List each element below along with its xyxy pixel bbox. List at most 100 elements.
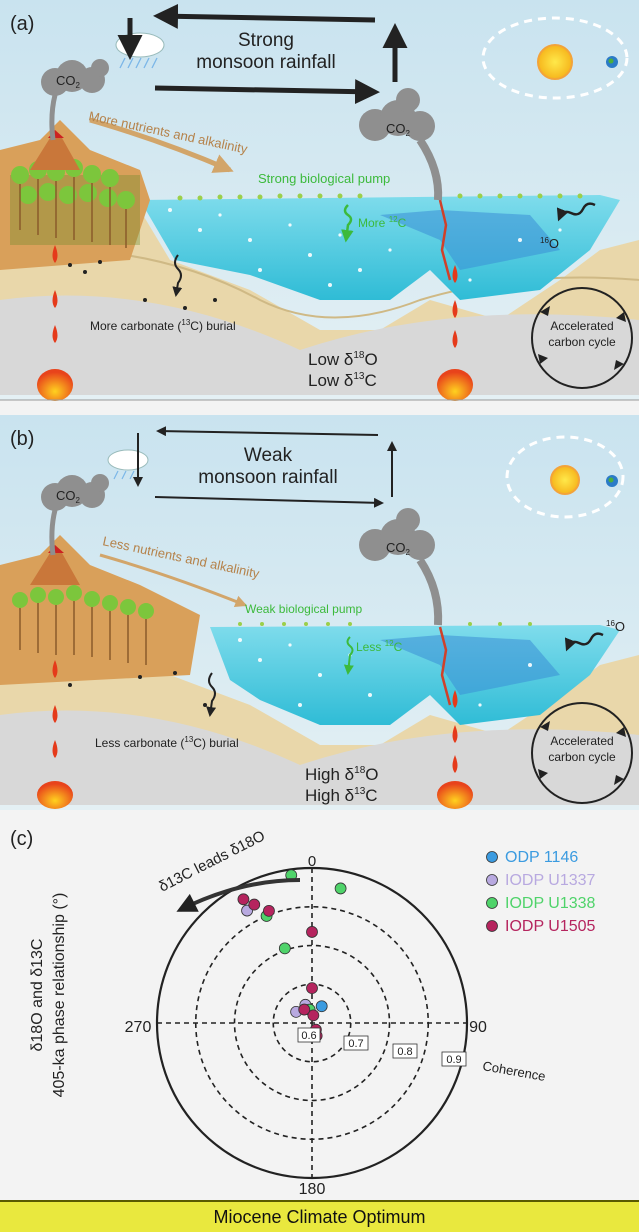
- panel-b-pump-dots: [238, 622, 532, 626]
- panel-a-pump-dots: [177, 193, 583, 201]
- panel-a-letter: (a): [10, 13, 34, 35]
- angle-tick-90: 90: [469, 1019, 487, 1036]
- panel-b-iso-label-1: High δ18O: [305, 765, 379, 784]
- legend-marker-iodp-u1338: [486, 897, 498, 909]
- panel-a-nutrients-arrow: [89, 117, 234, 173]
- panel-a-c12-label: More 12C: [358, 215, 407, 230]
- lead-arrow: [176, 878, 301, 912]
- panel-b-orbit: [505, 435, 625, 519]
- panel-a-circulation: [117, 3, 408, 105]
- panel-b: (b) Weak monsoon rainfall CO2 CO2 Less n…: [0, 415, 639, 810]
- panel-a-sun: [537, 44, 573, 80]
- panel-a-carbon-cycle: [531, 287, 633, 389]
- panel-a-co2-right: CO2: [386, 121, 411, 138]
- panel-a-forest: [10, 159, 140, 248]
- panel-b-burial-arrow: [206, 672, 217, 717]
- polar-points: [237, 869, 347, 1042]
- footer-label: Miocene Climate Optimum: [213, 1206, 426, 1227]
- panel-a-orbit: [481, 16, 629, 100]
- panel-a-o16-arrow: [556, 202, 596, 222]
- panel-b-deep-water: [380, 635, 560, 695]
- panel-b-circulation: [133, 426, 397, 508]
- angle-tick-180: 180: [299, 1181, 326, 1198]
- panel-a-deep-water: [380, 210, 560, 270]
- angle-tick-0: 0: [308, 853, 316, 870]
- footer-banner: Miocene Climate Optimum: [0, 1200, 639, 1232]
- panel-b-magma: [37, 660, 473, 809]
- panel-a-burial-label: More carbonate (13C) burial: [90, 318, 236, 333]
- point-iodp-u1505-2: [263, 904, 275, 917]
- panel-b-nutrients-arrow: [99, 553, 248, 608]
- legend-marker-iodp-u1505: [486, 920, 498, 932]
- panel-b-ridge: [438, 626, 452, 706]
- panel-b-c12-label: Less 12C: [356, 639, 403, 654]
- panel-b-volcano: [30, 553, 80, 585]
- point-odp-1146-0: [315, 1000, 328, 1013]
- coherence-ticks: 0.6 0.7 0.8 0.9: [297, 1027, 467, 1067]
- legend-label-odp-1146: ODP 1146: [505, 849, 578, 866]
- panel-b-c12-arrow: [343, 636, 354, 675]
- panel-a-co2-left-cloud: [41, 59, 109, 141]
- legend-label-iodp-u1505: IODP U1505: [505, 918, 596, 935]
- panel-a-burial-arrow: [172, 254, 183, 297]
- point-iodp-u1338-1: [334, 882, 347, 895]
- ylabel-line-2: 405-ka phase relationship (°): [51, 893, 68, 1098]
- legend-label-iodp-u1338: IODP U1338: [505, 895, 596, 912]
- coherence-tick-0-9: 0.9: [446, 1054, 461, 1066]
- panel-a-carbonate-dots: [68, 260, 217, 310]
- panel-b-carbonate-dots: [68, 671, 207, 707]
- point-iodp-u1505-5: [307, 1009, 320, 1022]
- coherence-tick-0-6: 0.6: [301, 1030, 316, 1042]
- panel-a-o16-label: 16O: [540, 236, 559, 251]
- panel-a-cycle-label-1: Accelerated: [550, 319, 613, 333]
- panel-a-rain-label-2: monsoon rainfall: [196, 52, 335, 73]
- panel-a-pump-label: Strong biological pump: [258, 171, 390, 186]
- panel-b-rain-label-2: monsoon rainfall: [198, 467, 337, 488]
- panel-a-volcano: [30, 138, 80, 170]
- legend-marker-iodp-u1337: [486, 874, 498, 886]
- panel-a-rain-label-1: Strong: [238, 30, 294, 51]
- panel-a-co2-left: CO2: [56, 73, 81, 90]
- coherence-ring-0-7: [233, 944, 391, 1102]
- coherence-tick-0-7: 0.7: [348, 1038, 363, 1050]
- point-iodp-u1338-3: [278, 942, 291, 955]
- panel-b-o16-label: 16O: [606, 619, 625, 634]
- panel-a: (a) Strong monsoon rainfall CO2 CO2 More…: [0, 0, 639, 401]
- panel-b-forest: [12, 585, 154, 665]
- coherence-tick-0-8: 0.8: [397, 1046, 412, 1058]
- point-iodp-u1505-6: [298, 1003, 311, 1016]
- panel-b-iso-label-2: High δ13C: [305, 786, 378, 805]
- panel-c: (c) δ13C leads δ18O δ18O and δ13C 405-ka…: [0, 815, 639, 1200]
- panel-a-magma: [37, 245, 473, 401]
- polar-grid: [155, 866, 469, 1180]
- legend-label-iodp-u1337: IODP U1337: [505, 872, 596, 889]
- angle-tick-270: 270: [125, 1019, 152, 1036]
- figure-canvas: (a) Strong monsoon rainfall CO2 CO2 More…: [0, 0, 639, 1200]
- panel-b-cycle-label-2: carbon cycle: [548, 750, 616, 764]
- panel-b-cycle-label-1: Accelerated: [550, 734, 613, 748]
- panel-b-co2-right: CO2: [386, 540, 411, 557]
- panel-a-iso-label-1: Low δ18O: [308, 350, 378, 369]
- panel-a-co2-right-cloud: [359, 88, 443, 201]
- panel-c-letter: (c): [10, 828, 33, 850]
- panel-a-ridge: [438, 199, 452, 281]
- panel-b-carbon-cycle: [531, 702, 633, 804]
- panel-b-co2-left-cloud: [41, 474, 109, 556]
- panel-a-iso-label-2: Low δ13C: [308, 371, 377, 390]
- point-iodp-u1505-1: [248, 898, 261, 911]
- panel-b-pump-label: Weak biological pump: [245, 602, 363, 616]
- panel-a-particles: [168, 208, 562, 287]
- panel-b-bedrock: [0, 710, 639, 805]
- point-iodp-u1505-3: [306, 926, 318, 938]
- panel-a-c12-arrow: [341, 204, 354, 243]
- panel-b-rain-label-1: Weak: [244, 445, 293, 466]
- panel-b-co2-right-cloud: [359, 508, 443, 626]
- panel-b-co2-left: CO2: [56, 488, 81, 505]
- panel-a-bedrock: [0, 295, 639, 395]
- legend-marker-odp-1146: [486, 851, 498, 863]
- panel-b-o16-arrow: [564, 632, 604, 652]
- panel-a-cycle-label-2: carbon cycle: [548, 335, 616, 349]
- panel-b-burial-label: Less carbonate (13C) burial: [95, 735, 239, 750]
- point-iodp-u1505-0: [237, 893, 250, 906]
